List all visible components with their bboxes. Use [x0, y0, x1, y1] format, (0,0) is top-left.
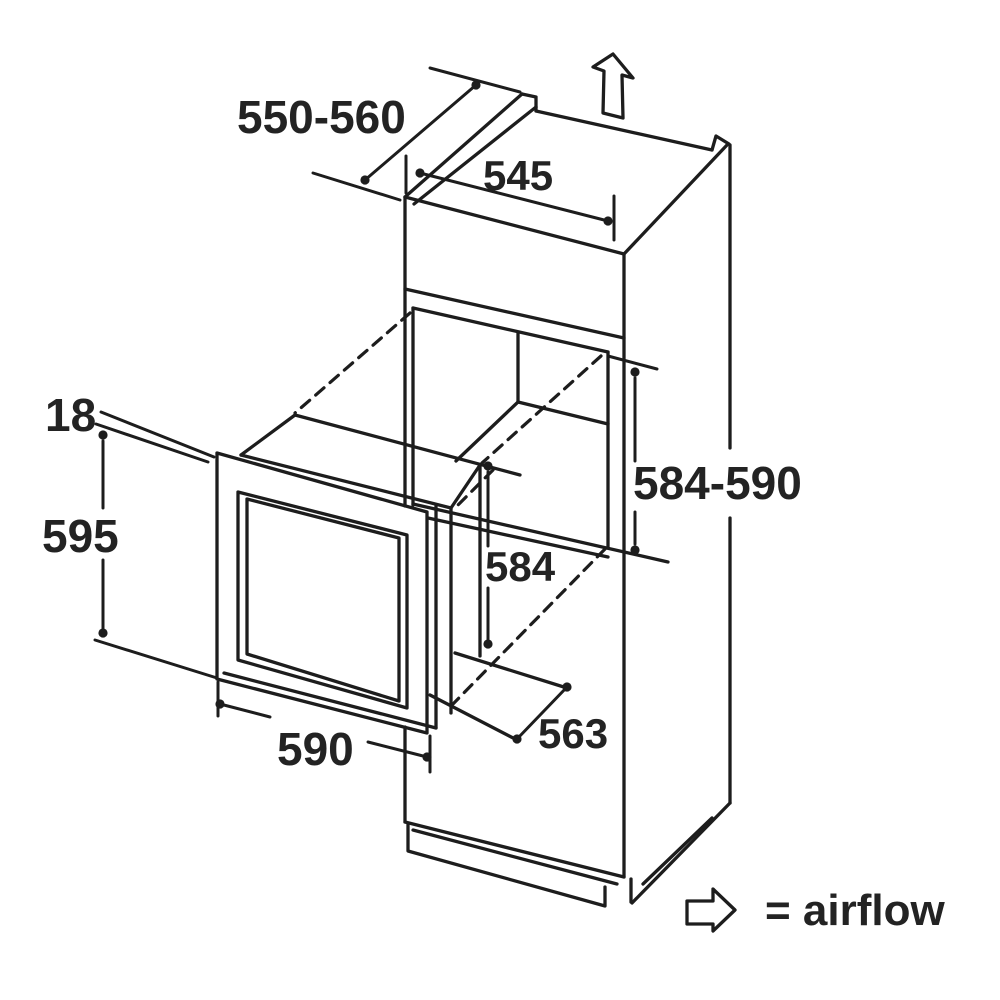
- niche-floor-front-edge: [411, 502, 670, 564]
- appliance-window-outer-frame: [236, 490, 409, 710]
- dim-label-door-thickness: 18: [45, 389, 96, 441]
- appliance-door-outline: [215, 451, 429, 735]
- appliance-body-top-left-edge: [239, 413, 297, 457]
- dim-door-height: [93, 430, 219, 680]
- cabinet-outline: [403, 92, 732, 908]
- dim-label-cabinet-top-depth: 550-560: [237, 91, 406, 143]
- niche-back-bottom-edge: [516, 400, 610, 426]
- plinth-recess-outline: [406, 822, 607, 908]
- appliance-door-bottom-back-edge: [222, 671, 438, 730]
- guide-top-left-dashed: [293, 311, 412, 415]
- airflow-right-arrow-icon: [685, 887, 737, 933]
- cabinet-front-bottom-edge: [403, 820, 626, 879]
- cabinet-front-top-edge: [403, 195, 626, 256]
- cabinet-top-right-notch: [710, 134, 731, 152]
- niche-opening: [403, 287, 670, 564]
- cabinet-top-left-notch: [520, 92, 538, 113]
- dim-door-thickness: [94, 410, 216, 464]
- airflow-arrows: [591, 52, 737, 933]
- dim-top-clearance: [404, 154, 616, 242]
- guide-bottom-right-dashed: [451, 547, 607, 706]
- cabinet-side-bottom-inner-edge: [641, 816, 714, 886]
- appliance-body-bottom-back-edge: [453, 651, 569, 690]
- appliance-body-front-top-edge: [239, 453, 453, 510]
- airflow-up-arrow-icon: [591, 52, 635, 120]
- niche-floor-lip-edge: [426, 516, 610, 559]
- cabinet-right-panel-top-edge: [622, 143, 729, 256]
- dim-label-niche-height: 584-590: [633, 457, 802, 509]
- appliance: [215, 413, 569, 742]
- appliance-window-inner-frame: [245, 497, 401, 703]
- dim-appliance-height: [483, 461, 493, 649]
- dim-label-door-height: 595: [42, 510, 119, 562]
- cabinet-top-left-inner-edge: [412, 105, 538, 206]
- niche-left-wall-bottom-edge: [454, 400, 520, 463]
- dim-label-appliance-depth: 563: [538, 710, 608, 757]
- appliance-body-back-top-edge: [293, 413, 522, 477]
- dimension-lines: [93, 66, 659, 774]
- plinth-top-edge: [411, 828, 619, 886]
- dim-appliance-depth: [512, 682, 572, 744]
- dim-niche-height: [606, 354, 659, 555]
- cabinet-side-bottom-outer-edge: [630, 801, 732, 905]
- appliance-body-top-right-edge: [449, 463, 482, 510]
- dim-cabinet-top-depth: [311, 66, 522, 202]
- dim-label-appliance-width: 590: [277, 723, 354, 775]
- niche-top-inner-edge: [411, 306, 610, 354]
- dim-appliance-width: [215, 680, 432, 774]
- guide-top-right-dashed: [480, 354, 603, 465]
- appliance-body-bottom-front-edge: [428, 693, 519, 742]
- airflow-legend-label: = airflow: [765, 886, 945, 935]
- dim-label-appliance-height: 584: [485, 543, 556, 590]
- cabinet-top-left-outer-edge: [403, 92, 524, 199]
- cabinet-top-back-edge: [534, 109, 714, 152]
- dim-label-top-clearance: 545: [483, 152, 553, 199]
- dimension-labels: 550-560 545 18 595 584-590 584 590 563 =…: [42, 91, 945, 935]
- niche-top-front-edge: [403, 287, 626, 340]
